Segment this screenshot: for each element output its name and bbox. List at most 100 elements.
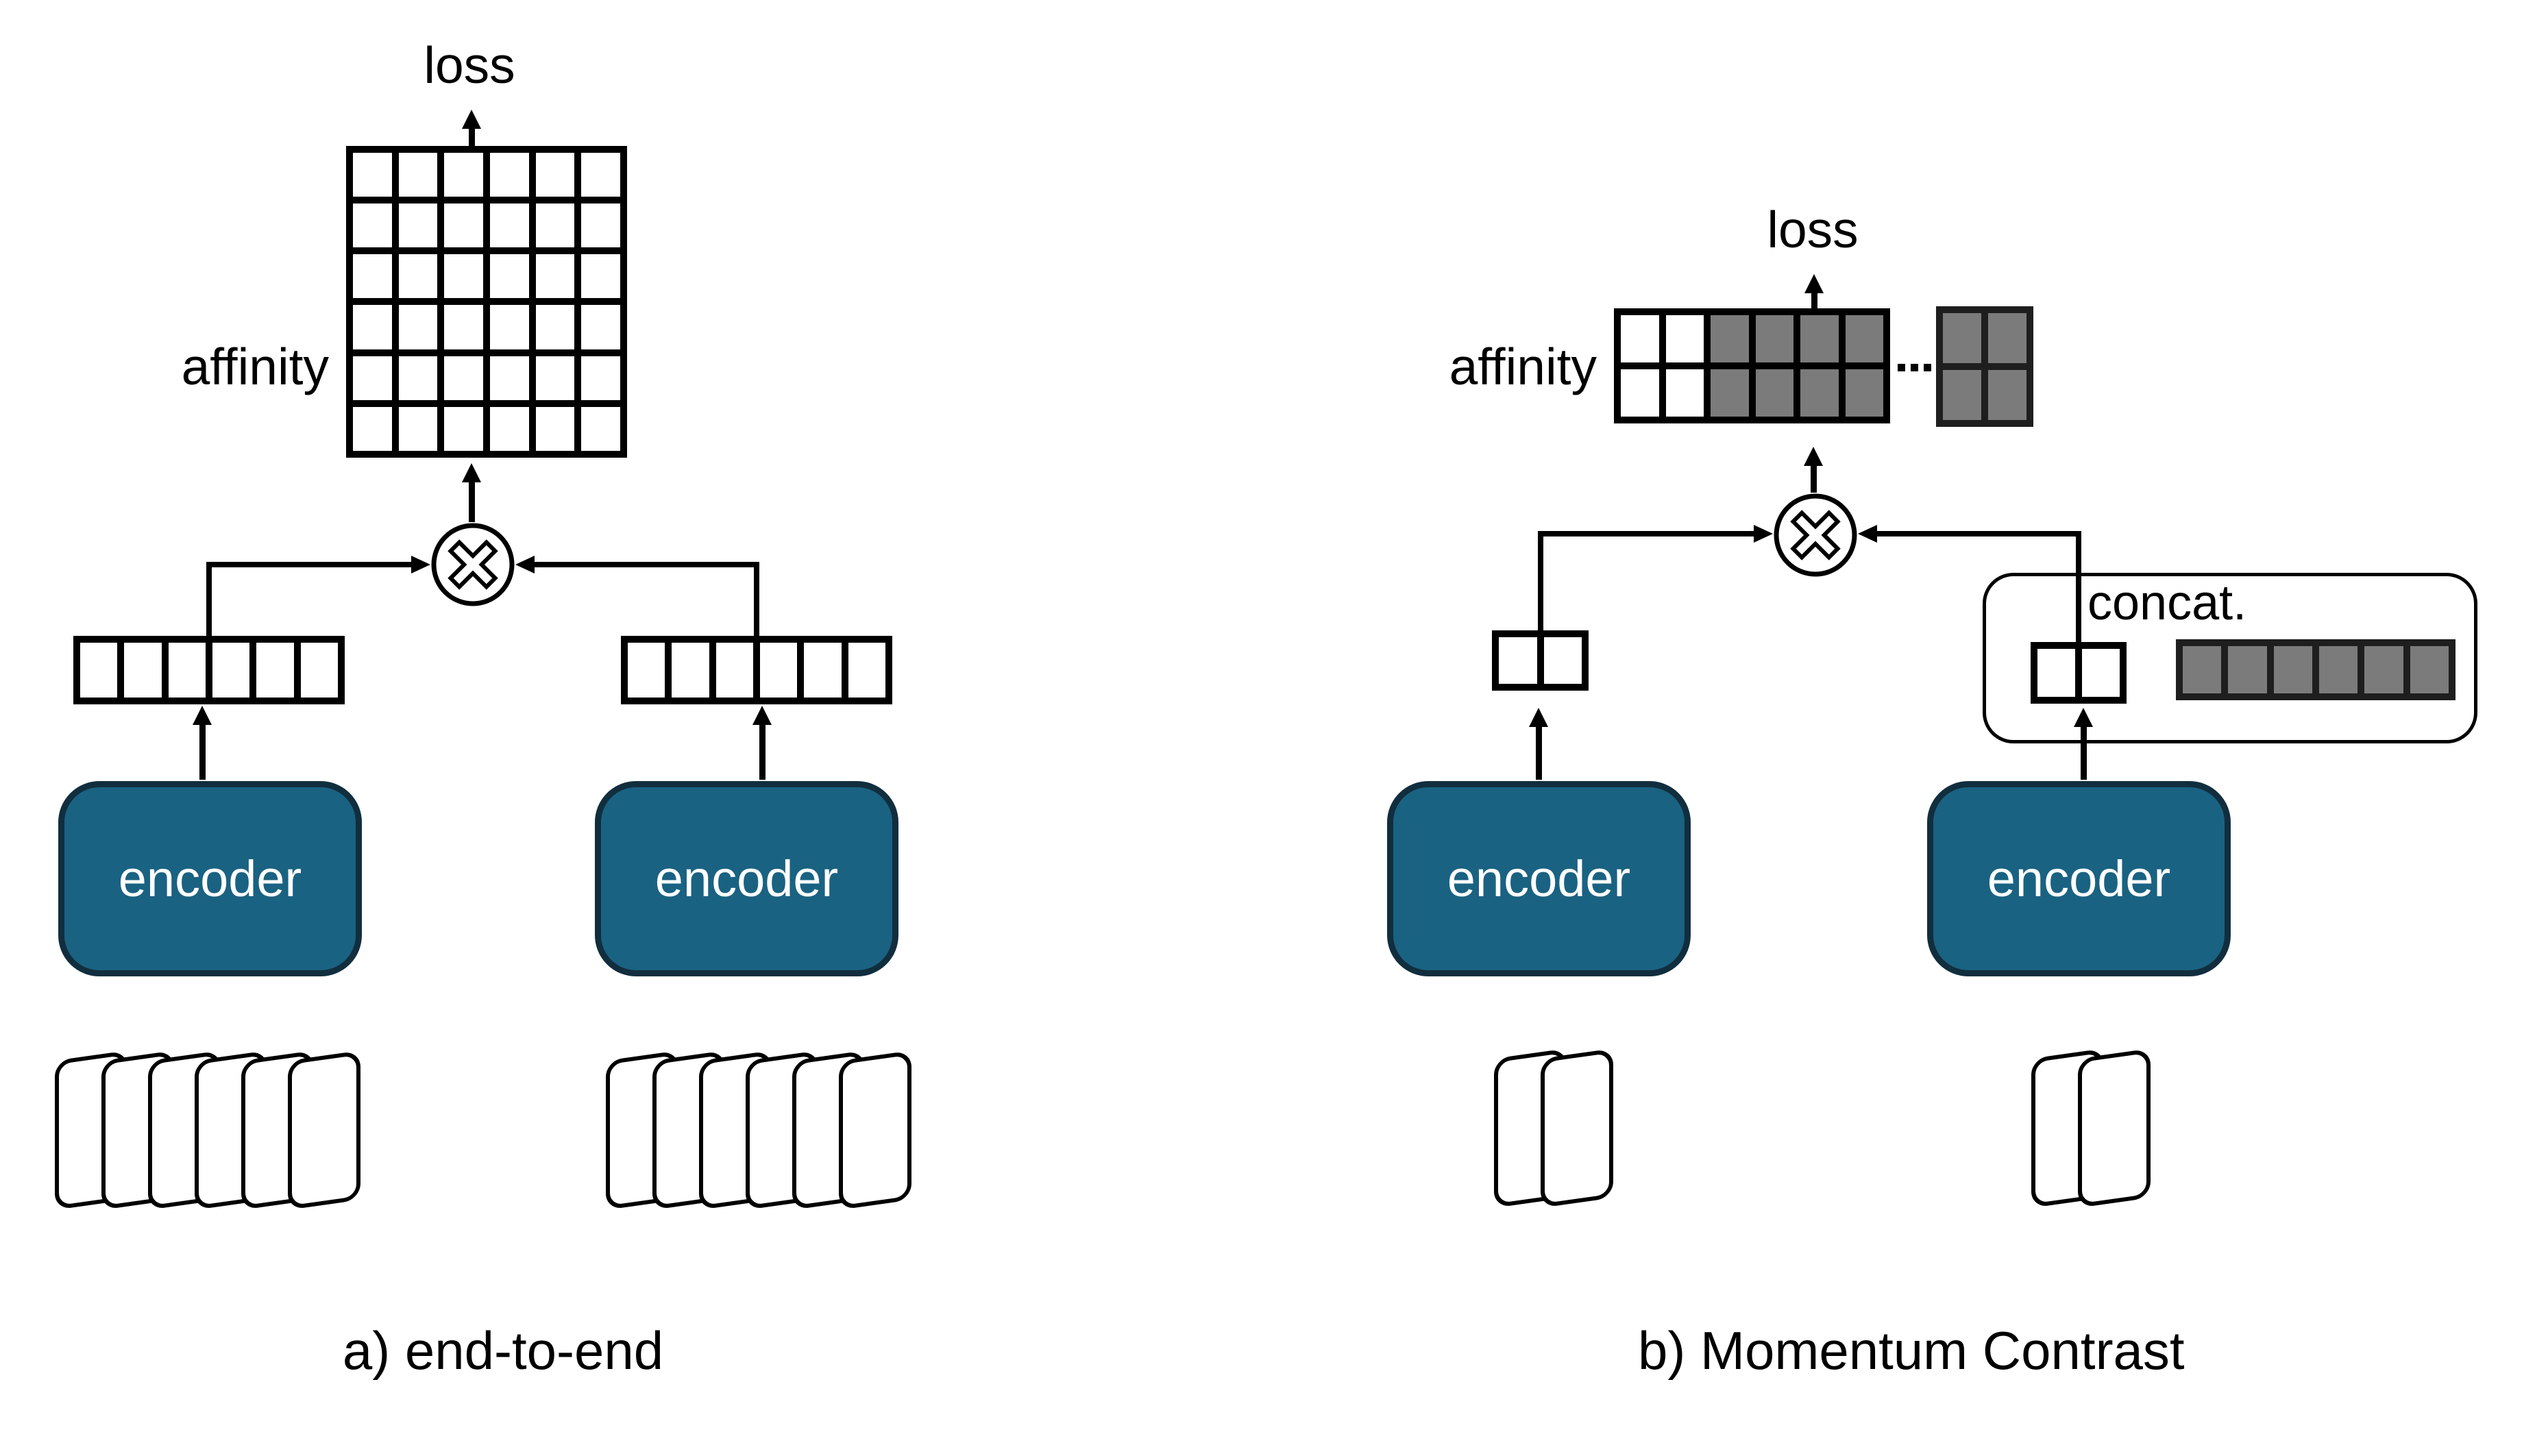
image-batch-stack-a2 — [606, 1050, 990, 1232]
matrix-cell — [759, 643, 798, 698]
matrix-cell — [1988, 370, 2026, 420]
matrix-cell — [581, 406, 620, 451]
matrix-cell — [1943, 313, 1981, 363]
arrow-shaft — [468, 129, 475, 146]
matrix-cell — [2410, 646, 2449, 693]
image-card — [1541, 1048, 1613, 1208]
arrow-shaft — [2080, 727, 2087, 780]
matrix-cell — [490, 153, 529, 197]
concat-label: concat. — [2087, 576, 2247, 630]
loss-label-b: loss — [1767, 201, 1859, 258]
arrow-head-icon — [193, 706, 212, 725]
ellipsis-dot — [1898, 364, 1905, 371]
affinity-extra-block-b — [1936, 306, 2033, 427]
arrow-head-icon — [1529, 708, 1548, 727]
image-card — [839, 1050, 911, 1210]
affinity-label-b: affinity — [1449, 338, 1597, 395]
matrix-cell — [2273, 646, 2312, 693]
matrix-cell — [581, 305, 620, 349]
arrow-shaft — [1535, 727, 1542, 780]
matrix-cell — [212, 643, 250, 698]
arrow-encoder-to-vector-b1 — [1529, 708, 1548, 780]
matrix-cell — [444, 356, 483, 400]
matrix-cell — [2183, 646, 2222, 693]
arrow-grid-to-loss-a — [462, 110, 481, 146]
matrix-cell — [444, 254, 483, 299]
arrow-head-icon — [462, 463, 481, 482]
arrow-multiply-to-grid-a — [462, 463, 481, 522]
feature-vector-q-a — [73, 636, 345, 704]
multiply-circle-icon — [430, 522, 515, 607]
encoder-box-b2: encoder — [1927, 781, 2231, 976]
matrix-cell — [444, 153, 483, 197]
loss-label-a: loss — [424, 36, 515, 94]
matrix-cell — [1755, 315, 1793, 362]
connector-qvec-to-multiply-b — [1538, 531, 1754, 630]
matrix-cell — [353, 406, 392, 451]
image-card — [288, 1050, 360, 1210]
encoder-label: encoder — [1987, 850, 2171, 907]
arrow-grid-to-loss-b — [1804, 274, 1824, 308]
matrix-cell — [490, 406, 529, 451]
matrix-cell — [80, 643, 118, 698]
caption-b: b) Momentum Contrast — [1638, 1320, 2185, 1381]
matrix-cell — [2318, 646, 2358, 693]
matrix-cell — [2364, 646, 2403, 693]
matrix-cell — [490, 203, 529, 248]
affinity-matrix-a — [346, 146, 627, 458]
matrix-cell — [444, 305, 483, 349]
matrix-cell — [490, 356, 529, 400]
matrix-cell — [2228, 646, 2267, 693]
arrow-shaft — [1811, 293, 1817, 308]
matrix-cell — [1845, 369, 1883, 417]
matrix-cell — [1621, 315, 1659, 362]
matrix-cell — [535, 153, 575, 197]
matrix-cell — [444, 406, 483, 451]
arrow-shaft — [1810, 466, 1817, 493]
connector-kvec-to-multiply-a — [535, 562, 759, 637]
matrix-cell — [398, 406, 438, 451]
matrix-cell — [300, 643, 338, 698]
matrix-cell — [581, 153, 620, 197]
matrix-cell — [535, 203, 575, 248]
matrix-cell — [672, 643, 709, 698]
arrow-head-icon — [1804, 447, 1823, 466]
arrow-multiply-to-grid-b — [1804, 447, 1823, 493]
arrow-head-icon — [515, 556, 535, 573]
matrix-cell — [581, 356, 620, 400]
matrix-cell — [1755, 369, 1793, 417]
arrow-shaft — [468, 482, 475, 522]
matrix-cell — [1621, 369, 1659, 417]
arrow-encoder-to-vector-a1 — [193, 706, 212, 780]
affinity-row-b — [1614, 308, 1890, 423]
encoder-label: encoder — [118, 850, 302, 907]
matrix-cell — [628, 643, 665, 698]
matrix-cell — [398, 153, 438, 197]
matrix-cell — [353, 356, 392, 400]
matrix-cell — [256, 643, 294, 698]
encoder-box-b1: encoder — [1387, 781, 1691, 976]
connector-qvec-to-multiply-a — [206, 562, 411, 636]
matrix-cell — [1845, 315, 1883, 362]
matrix-cell — [168, 643, 206, 698]
key-vector-b — [2031, 642, 2127, 704]
matrix-cell — [581, 254, 620, 299]
matrix-cell — [1665, 369, 1704, 417]
matrix-cell — [715, 643, 753, 698]
matrix-cell — [353, 153, 392, 197]
matrix-cell — [2082, 649, 2120, 697]
matrix-cell — [535, 356, 575, 400]
encoder-label: encoder — [1447, 850, 1631, 907]
arrow-head-icon — [2074, 708, 2093, 727]
queue-vector-b — [2176, 639, 2456, 700]
matrix-cell — [1499, 637, 1537, 684]
image-card — [2078, 1048, 2151, 1208]
matrix-cell — [1543, 637, 1582, 684]
arrow-shaft — [759, 725, 766, 780]
matrix-cell — [124, 643, 162, 698]
arrow-shaft — [199, 725, 206, 780]
matrix-cell — [535, 406, 575, 451]
affinity-label-a: affinity — [181, 338, 329, 395]
matrix-cell — [2037, 649, 2075, 697]
arrow-head-icon — [462, 110, 481, 129]
